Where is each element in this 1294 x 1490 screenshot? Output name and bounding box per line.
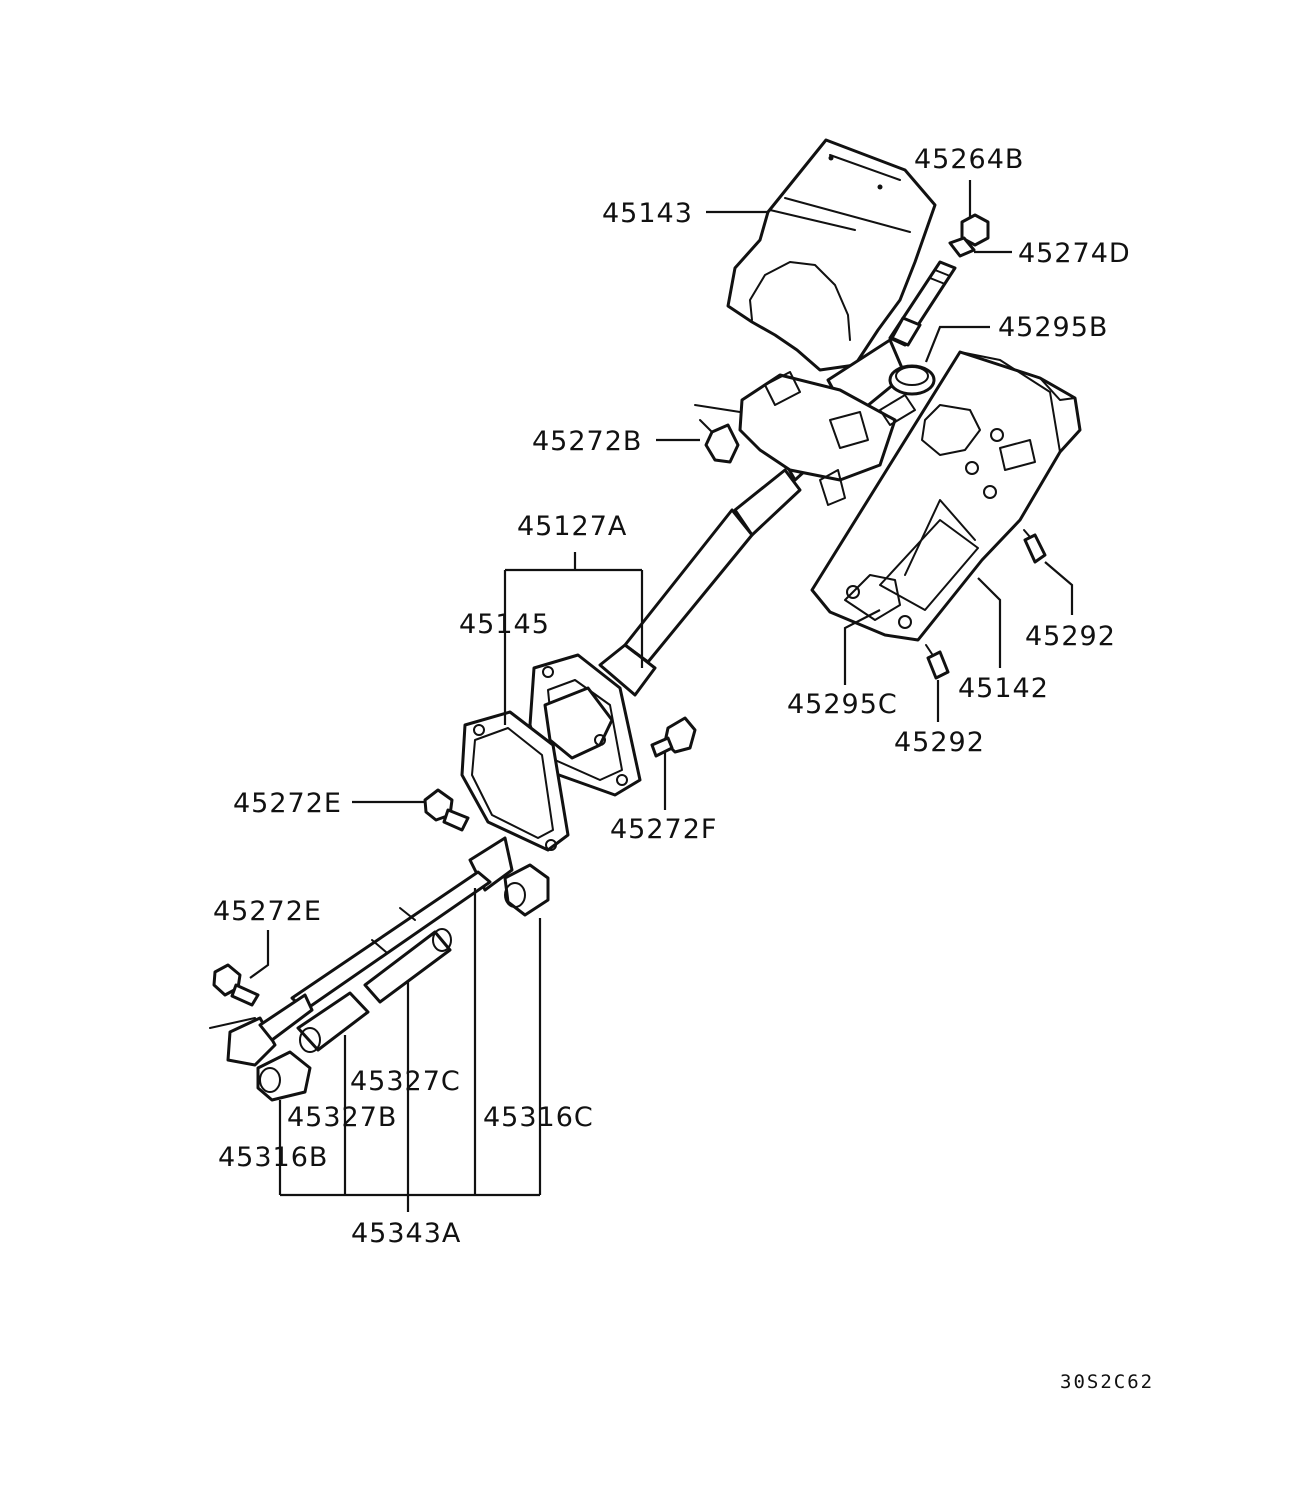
label-45316C: 45316C	[483, 1102, 594, 1133]
label-45142: 45142	[958, 673, 1049, 704]
screw-45292-right	[1023, 529, 1047, 564]
upper-column-cover	[726, 138, 937, 372]
bolt-45272E-upper	[423, 788, 470, 832]
drawing-code: 30S2C62	[1060, 1371, 1154, 1393]
steering-shaft-upper	[888, 260, 957, 347]
label-45264B: 45264B	[914, 144, 1024, 175]
bush-45316B	[256, 1050, 312, 1102]
label-45272F: 45272F	[610, 814, 717, 845]
label-45316B: 45316B	[218, 1142, 328, 1173]
label-45295C: 45295C	[787, 689, 898, 720]
intermediate-shaft	[209, 836, 514, 1067]
label-45145: 45145	[459, 609, 550, 640]
boot-45327C	[363, 928, 452, 1004]
label-45272E-lower: 45272E	[213, 896, 322, 927]
bolt-45272E-lower	[212, 963, 260, 1007]
bolt-45272F	[650, 716, 697, 758]
bush-45316C	[503, 863, 550, 917]
boot-45327B	[296, 991, 370, 1053]
tilt-bracket	[694, 371, 916, 506]
label-45127A: 45127A	[517, 511, 627, 542]
washer-45274D	[948, 236, 976, 258]
ring-45295B	[888, 364, 936, 396]
label-45272B: 45272B	[532, 426, 642, 457]
label-45272E-upper: 45272E	[233, 788, 342, 819]
label-45143: 45143	[602, 198, 693, 229]
label-45274D: 45274D	[1018, 238, 1131, 269]
lower-column-cover	[810, 350, 1082, 642]
label-45295B: 45295B	[998, 312, 1108, 343]
label-45327B: 45327B	[287, 1102, 397, 1133]
gasket-45145	[460, 710, 570, 852]
screw-45292-bottom	[925, 644, 950, 680]
label-45292-bottom: 45292	[894, 727, 985, 758]
leader-lines	[249, 180, 1074, 1212]
screw-45272B	[699, 419, 740, 464]
label-45327C: 45327C	[350, 1066, 461, 1097]
label-45343A: 45343A	[351, 1218, 461, 1249]
label-45292-right: 45292	[1025, 621, 1116, 652]
